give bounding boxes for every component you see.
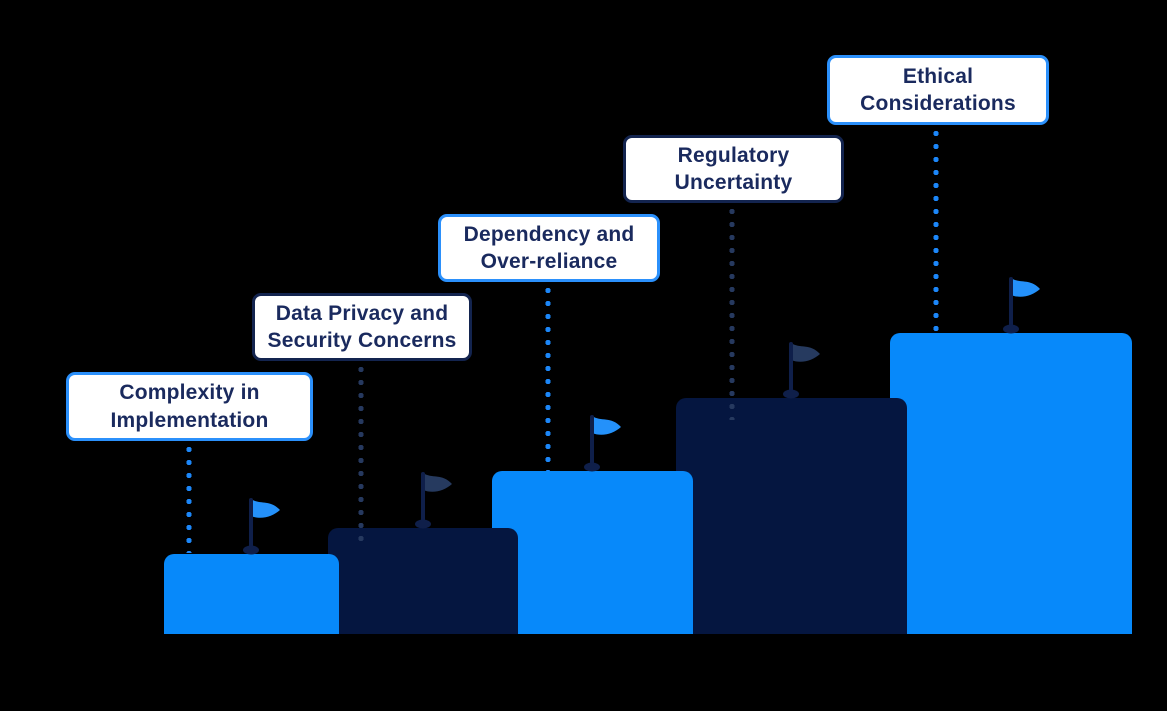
challenge-1-label: Complexity in Implementation (66, 372, 313, 441)
label-line: Regulatory (677, 143, 790, 167)
label-line: Considerations (860, 92, 1016, 115)
label-line: Ethical (902, 64, 974, 88)
challenge-4-bar (676, 398, 907, 634)
flag-icon (392, 470, 454, 530)
label-line: Complexity in (119, 381, 260, 405)
challenge-1-bar (164, 554, 339, 634)
challenge-3-bar (492, 471, 693, 634)
dotted-connector (186, 443, 192, 553)
flag-icon (561, 413, 623, 473)
dotted-connector (729, 205, 735, 420)
flag-icon (980, 275, 1042, 335)
label-line: Security Concerns (267, 329, 457, 352)
dotted-connector (933, 127, 939, 333)
challenge-2-bar (328, 528, 518, 634)
label-line: Implementation (110, 408, 269, 432)
label-line: Data Privacy and (275, 301, 449, 325)
dotted-connector (358, 363, 364, 546)
challenge-4-label: Regulatory Uncertainty (623, 135, 844, 203)
flag-icon (760, 340, 822, 400)
challenge-2-label: Data Privacy and Security Concerns (252, 293, 472, 361)
challenge-3-label: Dependency and Over-reliance (438, 214, 660, 282)
flag-icon (220, 496, 282, 556)
label-line: Dependency and (463, 222, 635, 246)
challenge-5-label: Ethical Considerations (827, 55, 1049, 125)
challenge-5-bar (890, 333, 1132, 634)
label-line: Over-reliance (480, 250, 618, 273)
label-line: Uncertainty (674, 171, 793, 194)
dotted-connector (545, 284, 551, 471)
